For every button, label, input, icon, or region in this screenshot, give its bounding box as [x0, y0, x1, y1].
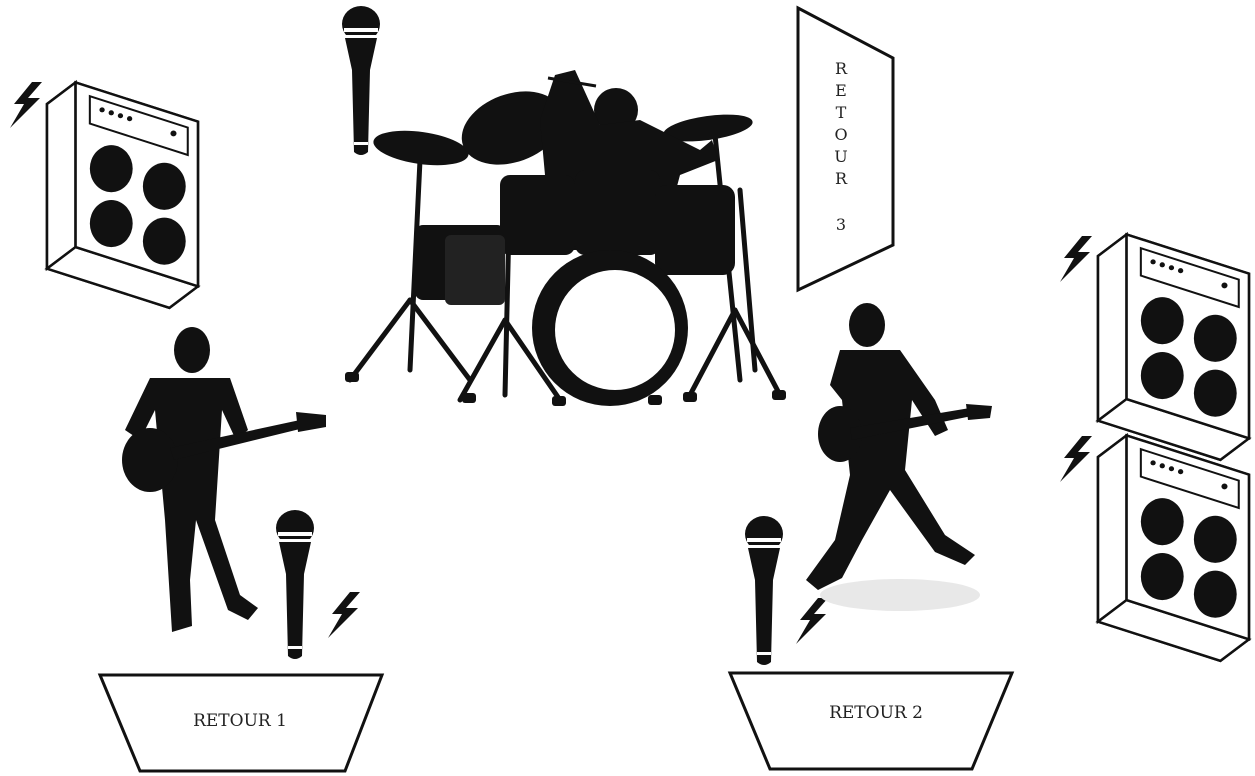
microphone-left [276, 510, 314, 659]
retour-3-letter: R [835, 59, 848, 78]
retour-3-letter: E [835, 81, 847, 100]
power-icon [1060, 236, 1092, 282]
retour-2-label: RETOUR 2 [829, 703, 923, 723]
amplifier-right-top [1098, 234, 1249, 459]
amplifier-right-bottom [1098, 435, 1249, 660]
drum-kit [345, 70, 786, 406]
monitor-retour-2: RETOUR 2 [730, 673, 1012, 769]
retour-3-letter: 3 [836, 215, 846, 234]
power-icon [328, 592, 360, 638]
amplifier-left [47, 82, 198, 307]
guitarist-right [806, 303, 992, 611]
retour-3-letter: O [834, 125, 847, 144]
power-icon [1060, 436, 1092, 482]
retour-1-label: RETOUR 1 [193, 711, 287, 731]
monitor-retour-1: RETOUR 1 [100, 675, 382, 771]
monitor-retour-3: R E T O U R 3 [798, 8, 893, 290]
power-icon [10, 82, 42, 128]
microphone-drums [342, 6, 380, 155]
retour-3-letter: U [834, 147, 847, 166]
retour-3-letter: T [836, 103, 847, 122]
power-icon [796, 598, 828, 644]
retour-3-letter: R [835, 169, 848, 188]
microphone-right [745, 516, 783, 665]
